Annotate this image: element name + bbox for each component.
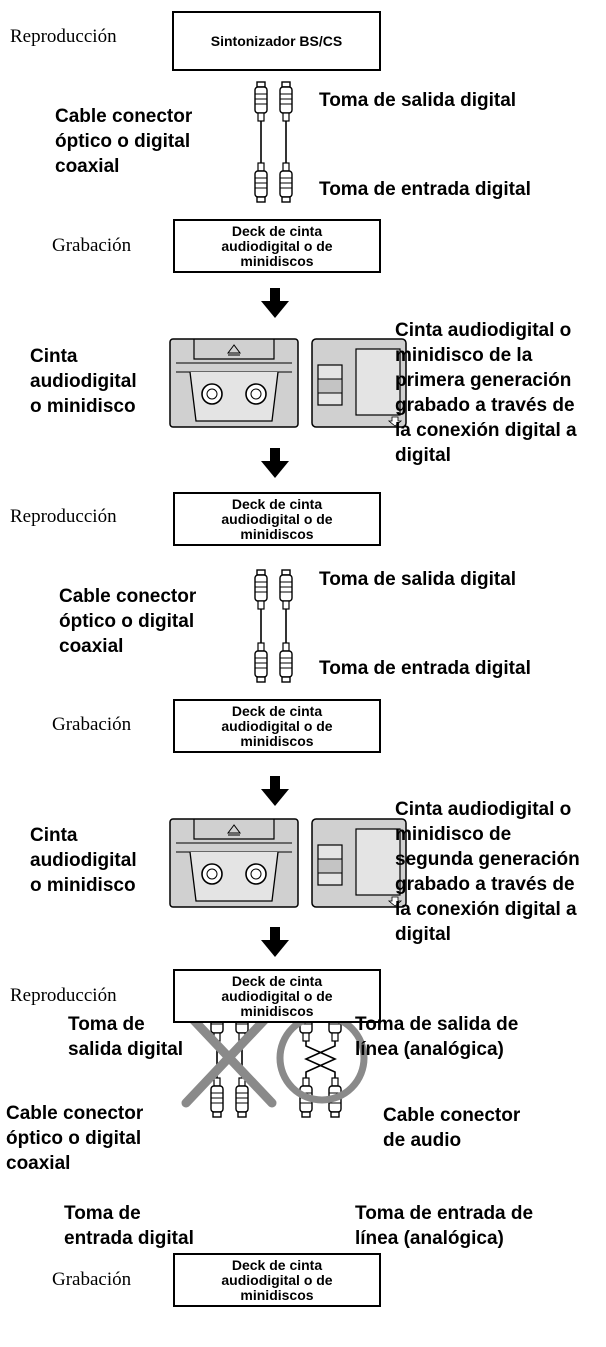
media-label-1: Cinta audiodigital o minidisco — [30, 346, 137, 417]
playback-deck-box-2: Deck de cinta audiodigital o de minidisc… — [173, 492, 381, 546]
recording-deck-box-2: Deck de cinta audiodigital o de minidisc… — [173, 699, 381, 753]
recording-label-3: Grabación — [52, 1269, 132, 1290]
cable-label-1: Cable conector óptico o digital coaxial — [55, 106, 193, 177]
arrow-down-1 — [261, 288, 289, 318]
playback-deck-box-3: Deck de cinta audiodigital o de minidisc… — [173, 969, 381, 1023]
playback-label-2: Reproducción — [10, 506, 117, 527]
second-generation-note: Cinta audiodigital o minidisco de segund… — [395, 799, 580, 945]
optical-cable-1 — [254, 81, 293, 203]
digital-out-label-1: Toma de salida digital — [319, 90, 517, 111]
approve-circle — [276, 1012, 368, 1104]
recording-label-1: Grabación — [52, 235, 132, 256]
cassette-and-minidisc-1 — [169, 338, 407, 428]
arrow-down-3 — [261, 776, 289, 806]
bs-cs-tuner-box: Sintonizador BS/CS — [172, 11, 381, 71]
analog-out-label-3: Toma de salida de línea (analógica) — [355, 1014, 519, 1060]
first-generation-note: Cinta audiodigital o minidisco de la pri… — [395, 320, 577, 466]
analog-in-label-3: Toma de entrada de línea (analógica) — [355, 1203, 534, 1249]
digital-in-label-3: Toma de entrada digital — [64, 1203, 194, 1249]
arrow-down-2 — [261, 448, 289, 478]
digital-in-label-2: Toma de entrada digital — [319, 658, 531, 679]
arrow-down-4 — [261, 927, 289, 957]
digital-cable-label-3: Cable conector óptico o digital coaxial — [6, 1103, 144, 1174]
audio-cable-3 — [299, 1001, 342, 1118]
media-label-2: Cinta audiodigital o minidisco — [30, 825, 137, 896]
cassette-and-minidisc-2 — [169, 818, 407, 908]
recording-label-2: Grabación — [52, 714, 132, 735]
digital-out-label-2: Toma de salida digital — [319, 569, 517, 590]
digital-in-label-1: Toma de entrada digital — [319, 179, 531, 200]
optical-cable-2 — [254, 569, 293, 683]
recording-deck-box-3: Deck de cinta audiodigital o de minidisc… — [173, 1253, 381, 1307]
cross-mark — [181, 1007, 277, 1108]
recording-deck-box-1: Deck de cinta audiodigital o de minidisc… — [173, 219, 381, 273]
digital-out-label-3: Toma de salida digital — [68, 1014, 184, 1060]
cable-label-2: Cable conector óptico o digital coaxial — [59, 586, 197, 657]
playback-label-1: Reproducción — [10, 26, 117, 47]
playback-label-3: Reproducción — [10, 985, 117, 1006]
audio-cable-label-3: Cable conector de audio — [383, 1105, 521, 1151]
